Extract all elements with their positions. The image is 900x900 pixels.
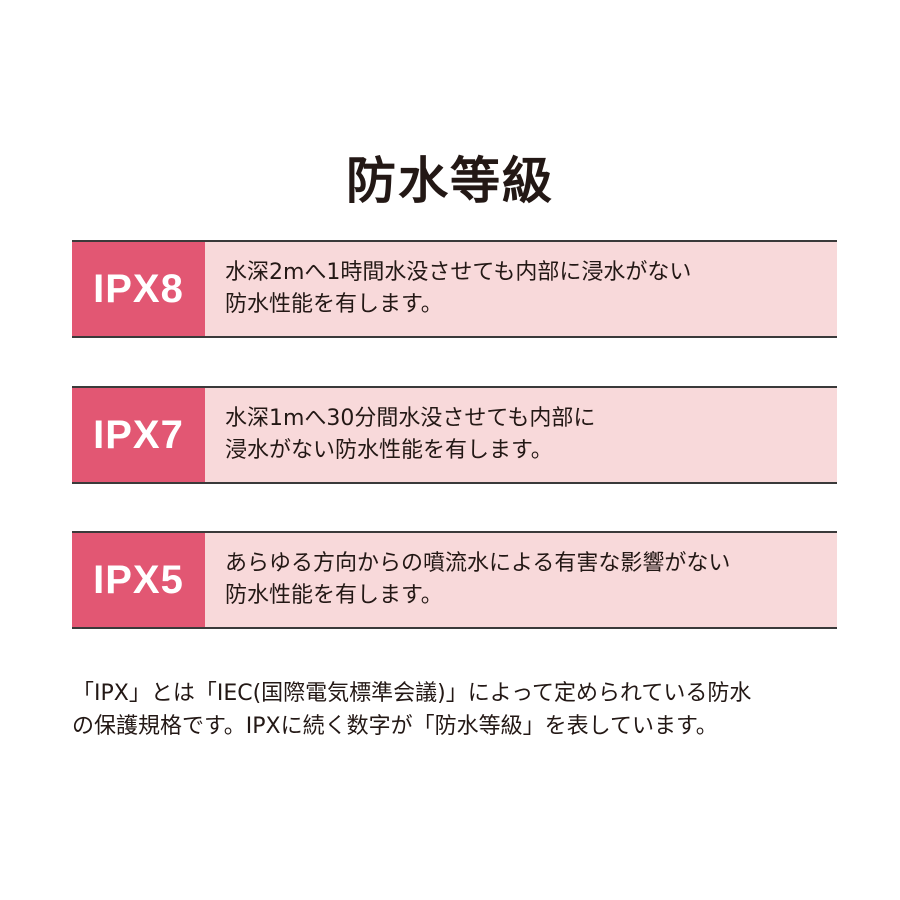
rating-row-ipx8: IPX8 水深2mへ1時間水没させても内部に浸水がない 防水性能を有します。 <box>72 240 837 338</box>
footnote: 「IPX」とは「IEC(国際電気標準会議)」によって定められている防水 の保護規… <box>72 677 852 743</box>
footnote-line: の保護規格です。IPXに続く数字が「防水等級」を表しています。 <box>72 714 718 739</box>
rating-description-line: 浸水がない防水性能を有します。 <box>225 438 553 463</box>
rating-description: あらゆる方向からの噴流水による有害な影響がない 防水性能を有します。 <box>205 533 837 627</box>
rating-description-line: 防水性能を有します。 <box>225 583 443 608</box>
rating-row-ipx5: IPX5 あらゆる方向からの噴流水による有害な影響がない 防水性能を有します。 <box>72 531 837 629</box>
rating-badge: IPX8 <box>72 242 205 336</box>
rating-description: 水深2mへ1時間水没させても内部に浸水がない 防水性能を有します。 <box>205 242 837 336</box>
rating-badge: IPX5 <box>72 533 205 627</box>
rating-description-line: 防水性能を有します。 <box>225 292 443 317</box>
page-title: 防水等級 <box>346 151 554 210</box>
rating-badge: IPX7 <box>72 388 205 482</box>
rating-row-ipx7: IPX7 水深1mへ30分間水没させても内部に 浸水がない防水性能を有します。 <box>72 386 837 484</box>
rating-description-line: 水深1mへ30分間水没させても内部に <box>225 406 596 431</box>
rating-description: 水深1mへ30分間水没させても内部に 浸水がない防水性能を有します。 <box>205 388 837 482</box>
rating-description-line: あらゆる方向からの噴流水による有害な影響がない <box>225 551 731 576</box>
footnote-line: 「IPX」とは「IEC(国際電気標準会議)」によって定められている防水 <box>72 681 752 706</box>
rating-description-line: 水深2mへ1時間水没させても内部に浸水がない <box>225 260 692 285</box>
